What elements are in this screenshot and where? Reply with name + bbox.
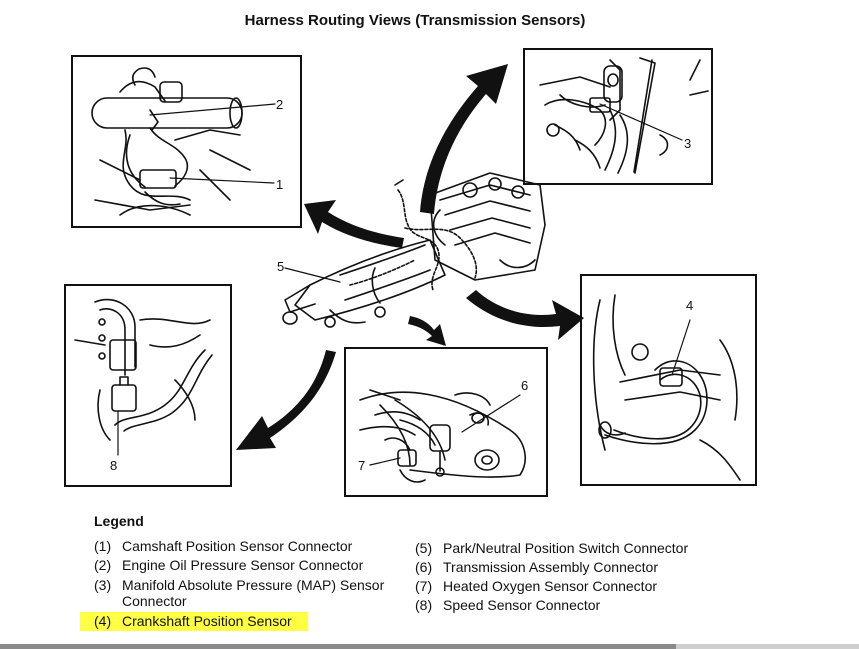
view-crankshaft-sensor-drawing — [592, 294, 741, 481]
callout-3: 3 — [684, 136, 691, 151]
bottom-scrollbar-thumb[interactable] — [676, 644, 859, 649]
bottom-scrollbar-track — [0, 644, 859, 649]
routing-arrows — [236, 64, 584, 450]
legend-item-2: (2) Engine Oil Pressure Sensor Connector — [94, 557, 364, 573]
callout-5: 5 — [277, 259, 284, 274]
arrow-to-view-4 — [466, 290, 584, 340]
callout-2: 2 — [276, 97, 283, 112]
view-map-sensor-drawing — [539, 57, 709, 174]
panel-view-6-7 — [344, 347, 548, 497]
view-camshaft-oil-pressure-drawing — [91, 67, 276, 216]
view-transmission-oxygen-drawing — [359, 389, 526, 483]
legend-item-4-highlighted: (4) Crankshaft Position Sensor — [80, 612, 308, 631]
legend-left-column: (1) Camshaft Position Sensor Connector (… — [80, 537, 404, 631]
page-title: Harness Routing Views (Transmission Sens… — [244, 12, 586, 29]
panel-view-8 — [64, 284, 232, 487]
panel-view-4 — [580, 274, 757, 486]
legend-right-column: (5) Park/Neutral Position Switch Connect… — [415, 539, 725, 615]
callout-4: 4 — [686, 298, 693, 313]
legend-item-6: (6) Transmission Assembly Connector — [415, 559, 659, 575]
arrow-to-view-1-2 — [304, 200, 404, 248]
legend-heading: Legend — [94, 513, 144, 529]
legend-item-3: (3) Manifold Absolute Pressure (MAP) Sen… — [94, 577, 385, 609]
legend-item-7: (7) Heated Oxygen Sensor Connector — [415, 578, 658, 594]
panel-view-3 — [523, 48, 713, 185]
engine-transmission-drawing — [282, 172, 546, 328]
arrow-to-view-6-7 — [408, 316, 446, 346]
arrow-to-view-8 — [236, 350, 336, 450]
callout-1: 1 — [276, 177, 283, 192]
callout-7: 7 — [358, 458, 365, 473]
callout-6: 6 — [521, 378, 528, 393]
view-speed-sensor-drawing — [74, 298, 213, 456]
legend-item-5: (5) Park/Neutral Position Switch Connect… — [415, 540, 689, 556]
legend-item-1: (1) Camshaft Position Sensor Connector — [94, 538, 353, 554]
arrow-to-view-3 — [420, 64, 508, 214]
callout-8: 8 — [110, 458, 117, 473]
legend-item-8: (8) Speed Sensor Connector — [415, 597, 601, 613]
